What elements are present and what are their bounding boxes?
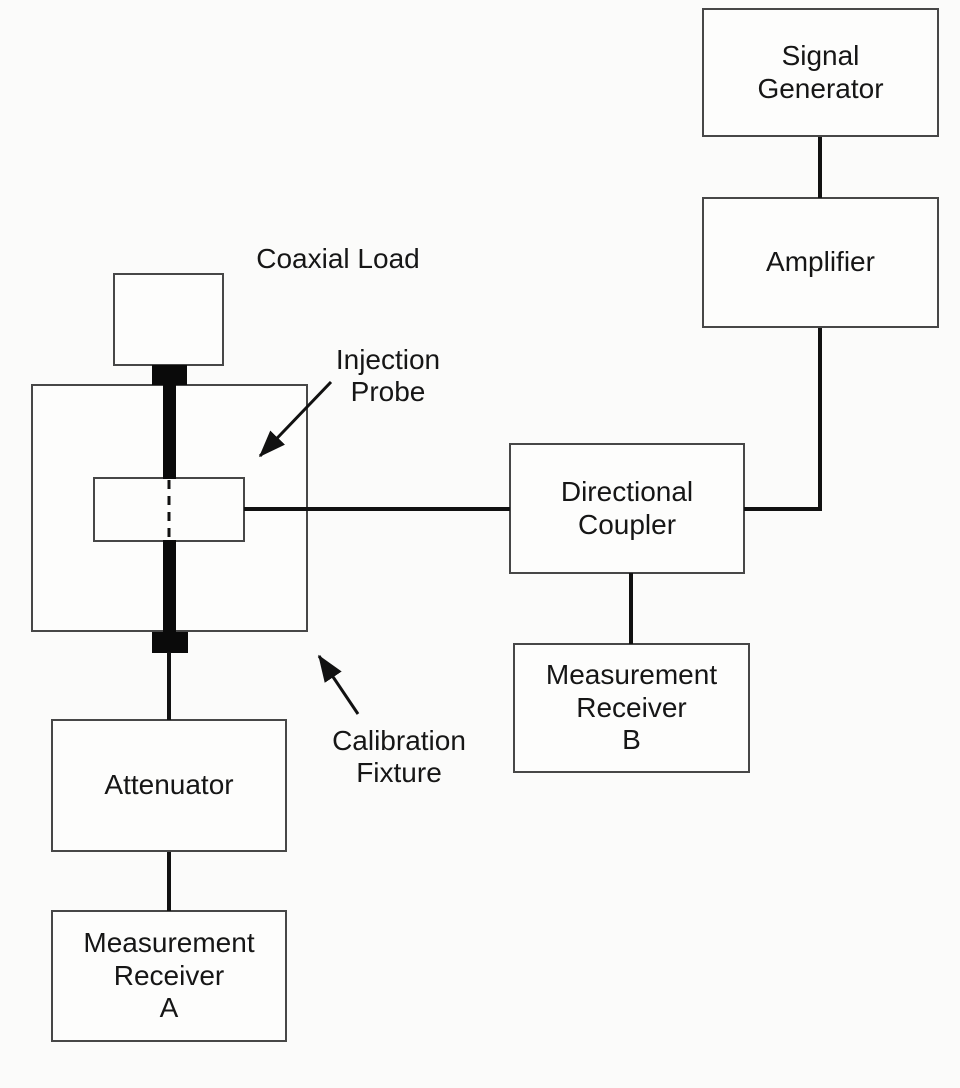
signal-generator-box: Signal Generator [702,8,939,137]
measurement-receiver-a-box: Measurement Receiver A [51,910,287,1042]
amplifier-label: Amplifier [766,246,875,278]
amplifier-box: Amplifier [702,197,939,328]
measurement-receiver-b-box: Measurement Receiver B [513,643,750,773]
measurement-receiver-b-label: Measurement Receiver B [545,659,718,756]
signal-generator-label: Signal Generator [757,40,884,104]
coaxial-load-box [113,273,224,366]
attenuator-label: Attenuator [104,769,234,801]
calibration-fixture-annotation: Calibration Fixture [332,725,466,789]
directional-coupler-label: Directional Coupler [560,476,694,540]
injection-probe-annotation: Injection Probe [335,344,441,408]
wire-amplifier-directional-coupler [744,328,822,511]
injection-probe-box [93,477,245,542]
coax-connector-bottom [152,632,188,653]
directional-coupler-box: Directional Coupler [509,443,745,574]
coax-connector-top [152,365,187,385]
measurement-receiver-a-label: Measurement Receiver A [83,927,255,1024]
coaxial-load-annotation: Coaxial Load [256,243,420,274]
attenuator-box: Attenuator [51,719,287,852]
calibration-fixture-arrow [317,654,360,715]
